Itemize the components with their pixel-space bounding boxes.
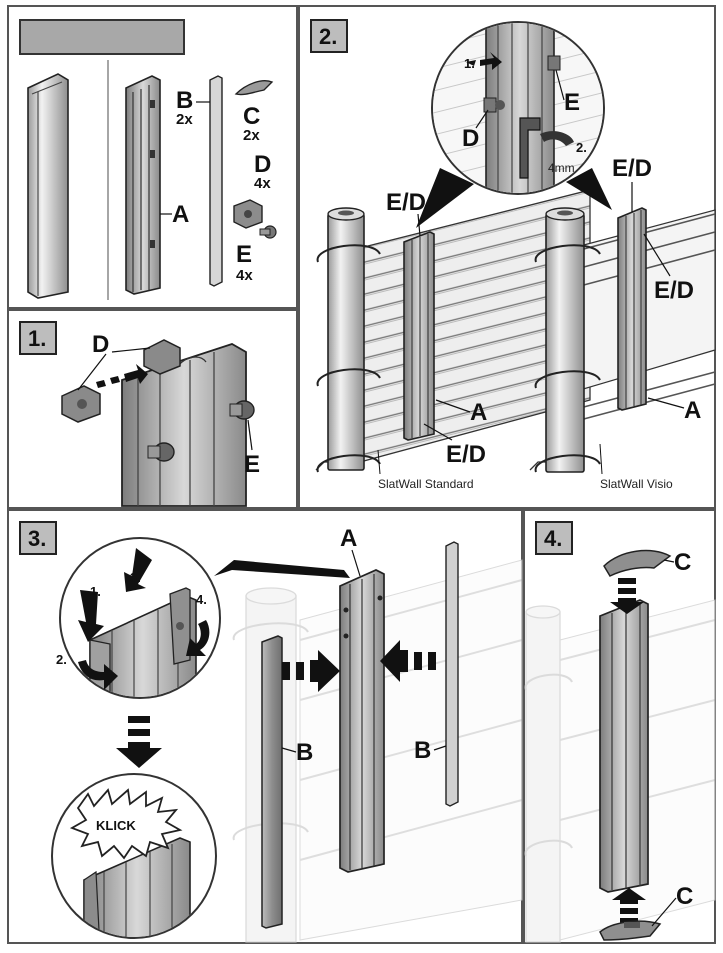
step4-down-arrow-icon xyxy=(610,578,644,614)
step3-panel: 3. A B B xyxy=(19,521,523,943)
part-b-qty: 2x xyxy=(176,111,193,128)
step1-label-e: E xyxy=(244,451,260,478)
step3-sub2: 2. xyxy=(56,652,67,667)
part-d-nut xyxy=(233,199,263,229)
part-b-label: B xyxy=(176,87,193,114)
step2-tool-size: 4mm xyxy=(548,161,575,175)
step3-right-arrow-icon xyxy=(282,650,340,692)
klick-burst xyxy=(69,788,183,860)
parts-panel: A B 2x C 2x D 4x E 4x xyxy=(19,19,277,300)
part-c-qty: 2x xyxy=(243,127,260,144)
klick-text: KLICK xyxy=(96,818,136,833)
step4-number: 4. xyxy=(544,526,562,551)
step4-panel: 4. C xyxy=(524,521,716,943)
step3-zoom-bottom xyxy=(51,773,217,939)
step2-zoom-detail xyxy=(431,21,605,195)
parts-title-bar xyxy=(19,19,185,55)
step2-zoom-label-d: D xyxy=(462,125,479,152)
part-d-qty: 4x xyxy=(254,175,271,192)
step2-zoom-sub1: 1. xyxy=(464,56,475,71)
step1-push-arrow-icon xyxy=(96,364,148,388)
step1-nut-left xyxy=(61,385,101,423)
part-a-profile xyxy=(125,75,161,295)
step1-screw-right xyxy=(229,400,255,420)
step3-sub4: 4. xyxy=(196,592,207,607)
step2-right-a-label: A xyxy=(684,397,701,424)
slatwall-standard-assembly xyxy=(315,189,591,473)
step4-label-c-bottom: C xyxy=(676,883,693,910)
step3-zoom-top xyxy=(59,537,221,699)
part-e-label: E xyxy=(236,241,252,268)
step3-strip-b-left xyxy=(261,635,283,929)
slatwall-visio-assembly xyxy=(529,207,716,473)
part-b-strip xyxy=(209,75,223,287)
step1-screw-lower xyxy=(147,442,175,462)
part-e-qty: 4x xyxy=(236,267,253,284)
step1-panel: 1. D E xyxy=(19,321,260,507)
step4-cap-top xyxy=(603,549,672,577)
step2-left-a-label: A xyxy=(470,399,487,426)
step2-number: 2. xyxy=(319,24,337,49)
step3-left-arrow-icon xyxy=(380,640,436,682)
step2-right-caption: SlatWall Visio xyxy=(600,477,673,491)
part-d-label: D xyxy=(254,151,271,178)
part-a-label: A xyxy=(172,201,189,228)
step3-strip-b-right xyxy=(445,541,459,807)
step1-number: 1. xyxy=(28,326,46,351)
step4-cap-bottom xyxy=(599,920,662,941)
step2-right-ed-mid-label: E/D xyxy=(654,277,694,304)
step3-number: 3. xyxy=(28,526,46,551)
step2-panel: 2. E/D E/D A SlatWall Standard xyxy=(310,19,716,491)
part-e-screw xyxy=(259,225,277,239)
step1-profile xyxy=(121,343,247,507)
step3-label-b-right: B xyxy=(414,737,431,764)
step3-down-arrow-icon xyxy=(116,716,162,768)
step4-label-c-top: C xyxy=(674,549,691,576)
step3-profile-a xyxy=(339,569,385,873)
step2-left-ed-top-label: E/D xyxy=(386,189,426,216)
step3-sub3: 3. xyxy=(130,570,141,585)
part-c-cap xyxy=(234,80,274,96)
step2-zoom-label-e: E xyxy=(564,89,580,116)
step3-label-b-left: B xyxy=(296,739,313,766)
step3-label-a: A xyxy=(340,525,357,552)
step2-zoom-sub2: 2. xyxy=(576,140,587,155)
step3-sub1: 1. xyxy=(90,584,101,599)
end-cover-profile xyxy=(27,73,69,299)
step2-left-ed-bottom-label: E/D xyxy=(446,441,486,468)
part-c-label: C xyxy=(243,103,260,130)
step4-profile xyxy=(599,599,649,893)
step2-right-ed-top-label: E/D xyxy=(612,155,652,182)
step1-label-d: D xyxy=(92,331,109,358)
step1-nut-top xyxy=(143,339,181,375)
step2-left-caption: SlatWall Standard xyxy=(378,477,474,491)
